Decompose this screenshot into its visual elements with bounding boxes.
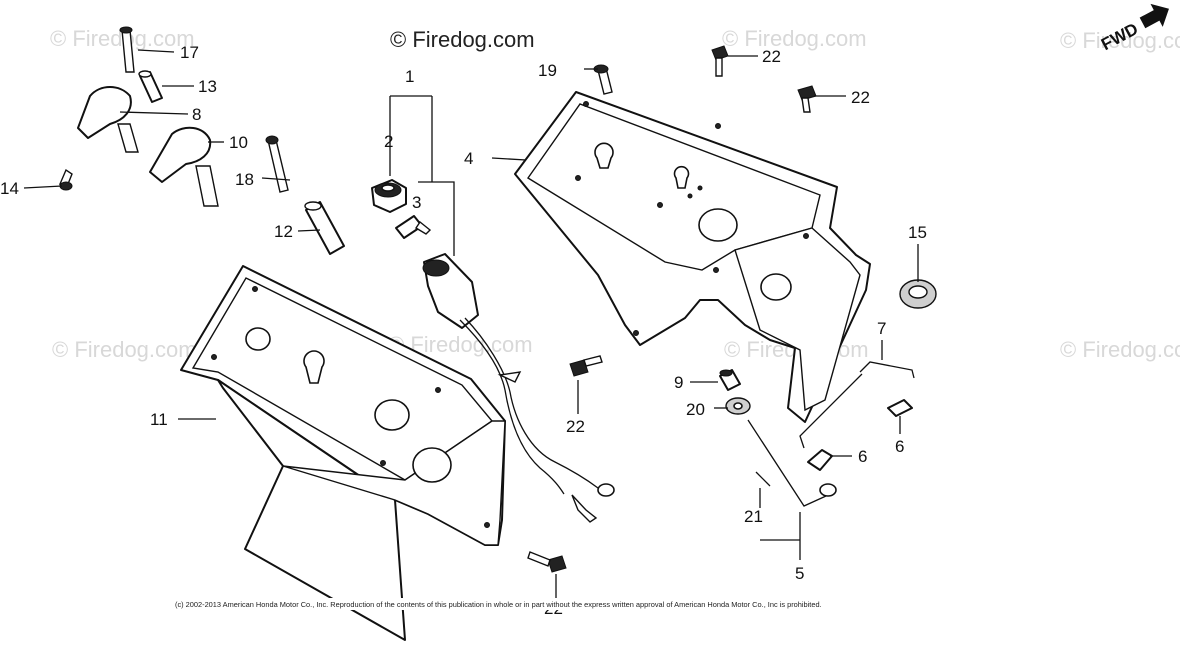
callout-12: 12 [274, 222, 293, 241]
callout-2: 2 [384, 132, 393, 151]
callout-21: 21 [744, 507, 763, 526]
callout-3: 3 [412, 193, 421, 212]
callout-11: 11 [150, 410, 168, 429]
part-ignition-switch [371, 179, 615, 523]
part-knob-8 [77, 86, 139, 153]
part-lower-panel [180, 265, 506, 641]
leader-lines [23, 49, 919, 600]
watermark-ghost: © Firedog.com [1060, 28, 1180, 53]
callout-13: 13 [198, 77, 217, 96]
callout-1: 1 [405, 67, 414, 86]
callout-5: 5 [795, 564, 804, 583]
callout-22-middle: 22 [566, 417, 585, 436]
part-flange-bolt-22d [527, 551, 567, 573]
part-flange-bolt-22a [711, 45, 729, 77]
callout-9: 9 [674, 373, 683, 392]
watermark-ghost: © Firedog.com [52, 337, 197, 362]
watermark-ghost: © Firedog.com [722, 26, 867, 51]
callout-4: 4 [464, 149, 473, 168]
watermark-main: © Firedog.com [390, 27, 535, 52]
callout-15: 15 [908, 223, 927, 242]
part-flange-bolt-22c [569, 355, 603, 377]
callout-22-top: 22 [762, 47, 781, 66]
callout-6-left: 6 [858, 447, 867, 466]
callout-18: 18 [235, 170, 254, 189]
part-spacer-12 [304, 201, 345, 255]
part-screw-17 [119, 26, 135, 73]
copyright-notice: (c) 2002-2013 American Honda Motor Co., … [175, 600, 822, 609]
callout-8: 8 [192, 105, 201, 124]
callout-14: 14 [0, 179, 19, 198]
part-knob-10 [149, 126, 219, 207]
part-screw-14 [58, 168, 73, 191]
copyright-backdrop [170, 598, 1010, 610]
part-spacer-13 [138, 70, 163, 103]
part-support-rod-5 [747, 419, 837, 507]
callout-19: 19 [538, 61, 557, 80]
part-flange-bolt-22b [797, 85, 817, 113]
callout-labels: 17 13 8 10 14 18 12 11 1 2 3 19 4 22 22 … [0, 43, 927, 618]
callout-10: 10 [229, 133, 248, 152]
part-grommet-15 [899, 279, 937, 309]
part-screw-18 [265, 135, 289, 193]
part-washer-20 [725, 397, 751, 415]
watermark-ghost: © Firedog.com [1060, 337, 1180, 362]
callout-6-right: 6 [895, 437, 904, 456]
part-collar-9 [719, 369, 741, 391]
part-upper-panel [514, 91, 871, 423]
arrow-icon [1139, 3, 1169, 29]
callout-7: 7 [877, 319, 886, 338]
part-wire-rod-7 [799, 361, 915, 449]
callout-22-right: 22 [851, 88, 870, 107]
part-pin-21 [755, 471, 771, 487]
callout-20: 20 [686, 400, 705, 419]
callout-17: 17 [180, 43, 199, 62]
